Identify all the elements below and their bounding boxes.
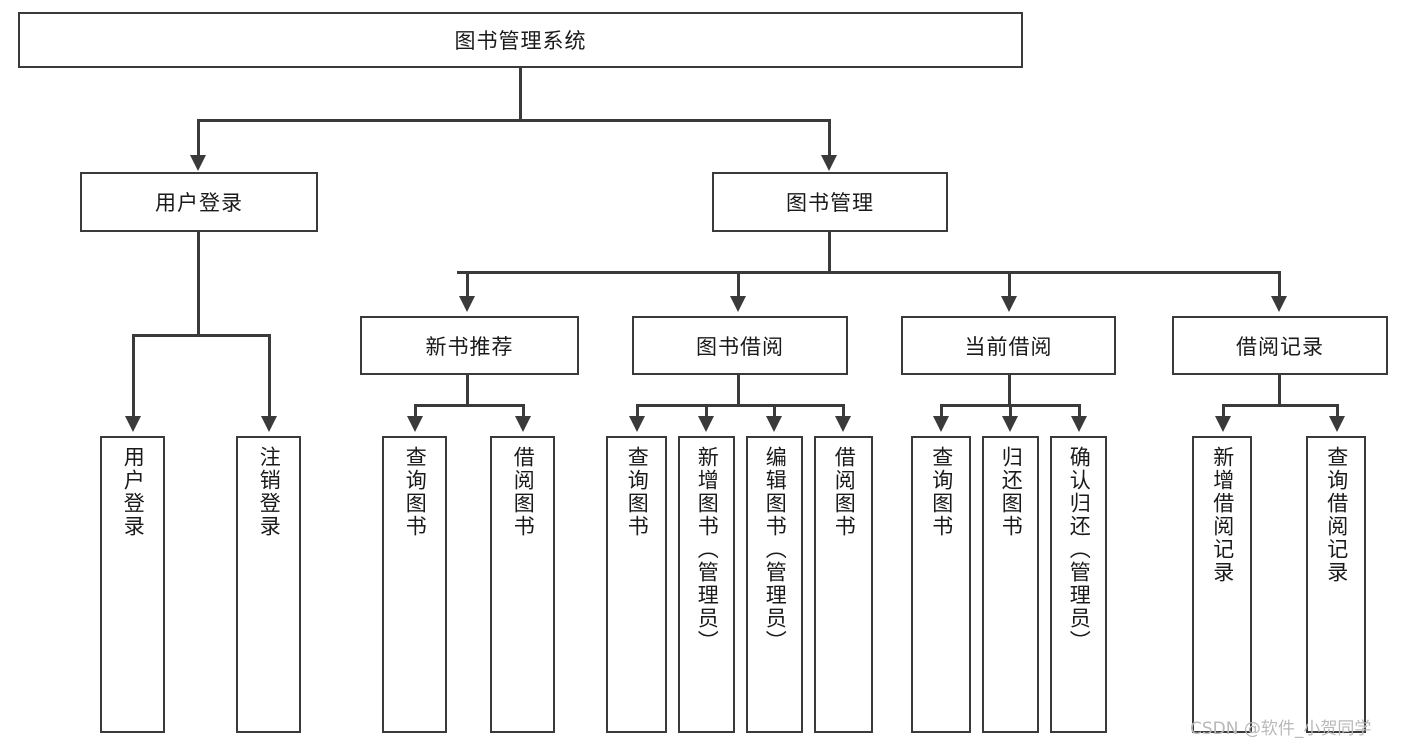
arrow-borrow-record <box>1271 296 1287 312</box>
connector-drop-bb-leaf-2 <box>705 404 708 418</box>
leaf-label: 查询借阅记录 <box>1324 446 1349 584</box>
node-label: 图书借阅 <box>696 334 784 359</box>
leaf-label: 归还图书 <box>999 446 1024 538</box>
leaf-book-borrow-3[interactable]: 编辑图书（管理员） <box>746 436 803 733</box>
connector-borrow-record-bus <box>1222 404 1339 407</box>
leaf-book-borrow-2[interactable]: 新增图书（管理员） <box>678 436 735 733</box>
leaf-label: 注销登录 <box>257 446 282 538</box>
connector-drop-bb-leaf-4 <box>842 404 845 418</box>
connector-drop-new-book <box>466 271 469 298</box>
arrow-nb-leaf-1 <box>407 416 423 432</box>
connector-drop-user-login-leaf-1 <box>132 334 135 418</box>
leaf-label: 用户登录 <box>121 446 146 538</box>
leaf-user-login-1[interactable]: 用户登录 <box>100 436 165 733</box>
leaf-new-book-recommend-2[interactable]: 借阅图书 <box>490 436 555 733</box>
node-book-management[interactable]: 图书管理 <box>712 172 948 232</box>
connector-drop-current-borrow <box>1008 271 1011 298</box>
node-label: 用户登录 <box>155 191 243 215</box>
connector-book-borrow-bus <box>636 404 845 407</box>
node-label: 借阅记录 <box>1236 334 1324 359</box>
leaf-label: 借阅图书 <box>832 446 857 538</box>
connector-current-borrow-stem <box>1008 375 1011 405</box>
node-root-book-management-system[interactable]: 图书管理系统 <box>18 12 1023 68</box>
leaf-current-borrow-3[interactable]: 确认归还（管理员） <box>1050 436 1107 733</box>
connector-new-book-bus <box>414 404 525 407</box>
connector-drop-borrow-record <box>1278 271 1281 298</box>
connector-drop-book-management <box>828 119 831 157</box>
leaf-label: 查询图书 <box>625 446 650 538</box>
arrow-book-borrow <box>730 296 746 312</box>
leaf-label: 借阅图书 <box>511 446 536 538</box>
node-label: 当前借阅 <box>964 334 1053 359</box>
leaf-label: 编辑图书（管理员） <box>763 446 788 653</box>
arrow-book-management <box>821 155 837 171</box>
leaf-label: 查询图书 <box>403 446 428 538</box>
arrow-bb-leaf-4 <box>835 416 851 432</box>
arrow-new-book-recommend <box>459 296 475 312</box>
leaf-current-borrow-1[interactable]: 查询图书 <box>911 436 971 733</box>
leaf-user-login-2[interactable]: 注销登录 <box>236 436 301 733</box>
leaf-label: 查询图书 <box>929 446 954 538</box>
connector-book-borrow-stem <box>737 375 740 405</box>
connector-user-login-bus <box>132 334 269 337</box>
connector-book-management-stem <box>828 232 831 274</box>
connector-level3-bus <box>457 271 1281 274</box>
connector-level2-bus <box>197 119 831 122</box>
arrow-user-login-leaf-1 <box>125 416 141 432</box>
node-user-login[interactable]: 用户登录 <box>80 172 318 232</box>
arrow-bb-leaf-2 <box>698 416 714 432</box>
node-new-book-recommend[interactable]: 新书推荐 <box>360 316 579 375</box>
leaf-label: 确认归还（管理员） <box>1067 446 1092 653</box>
arrow-br-leaf-2 <box>1329 416 1345 432</box>
connector-drop-nb-leaf-1 <box>414 404 417 418</box>
connector-drop-br-leaf-1 <box>1222 404 1225 418</box>
node-label: 图书管理系统 <box>454 29 587 53</box>
leaf-label: 新增借阅记录 <box>1210 446 1235 584</box>
connector-new-book-stem <box>466 375 469 405</box>
connector-drop-user-login <box>197 119 200 157</box>
leaf-borrow-record-1[interactable]: 新增借阅记录 <box>1192 436 1252 733</box>
node-book-borrow[interactable]: 图书借阅 <box>632 316 848 375</box>
arrow-bb-leaf-3 <box>766 416 782 432</box>
arrow-cb-leaf-2 <box>1002 416 1018 432</box>
connector-drop-bb-leaf-1 <box>636 404 639 418</box>
arrow-br-leaf-1 <box>1215 416 1231 432</box>
node-label: 图书管理 <box>786 191 874 215</box>
watermark: CSDN @软件_小贺同学 <box>1190 719 1372 739</box>
connector-user-login-stem <box>197 232 200 335</box>
connector-borrow-record-stem <box>1278 375 1281 405</box>
leaf-label: 新增图书（管理员） <box>695 446 720 653</box>
connector-drop-nb-leaf-2 <box>522 404 525 418</box>
arrow-cb-leaf-1 <box>933 416 949 432</box>
connector-drop-user-login-leaf-2 <box>268 334 271 418</box>
connector-drop-bb-leaf-3 <box>773 404 776 418</box>
connector-drop-br-leaf-2 <box>1336 404 1339 418</box>
arrow-current-borrow <box>1001 296 1017 312</box>
leaf-current-borrow-2[interactable]: 归还图书 <box>982 436 1039 733</box>
connector-drop-cb-leaf-2 <box>1009 404 1012 418</box>
arrow-user-login-leaf-2 <box>261 416 277 432</box>
arrow-cb-leaf-3 <box>1071 416 1087 432</box>
node-current-borrow[interactable]: 当前借阅 <box>901 316 1116 375</box>
connector-drop-cb-leaf-3 <box>1078 404 1081 418</box>
connector-root-stem <box>519 68 522 120</box>
leaf-book-borrow-1[interactable]: 查询图书 <box>606 436 667 733</box>
connector-drop-cb-leaf-1 <box>940 404 943 418</box>
leaf-new-book-recommend-1[interactable]: 查询图书 <box>382 436 447 733</box>
arrow-nb-leaf-2 <box>515 416 531 432</box>
node-borrow-record[interactable]: 借阅记录 <box>1172 316 1388 375</box>
arrow-bb-leaf-1 <box>629 416 645 432</box>
node-label: 新书推荐 <box>425 334 514 359</box>
leaf-borrow-record-2[interactable]: 查询借阅记录 <box>1306 436 1366 733</box>
connector-drop-book-borrow <box>737 271 740 298</box>
arrow-user-login <box>190 155 206 171</box>
leaf-book-borrow-4[interactable]: 借阅图书 <box>814 436 873 733</box>
